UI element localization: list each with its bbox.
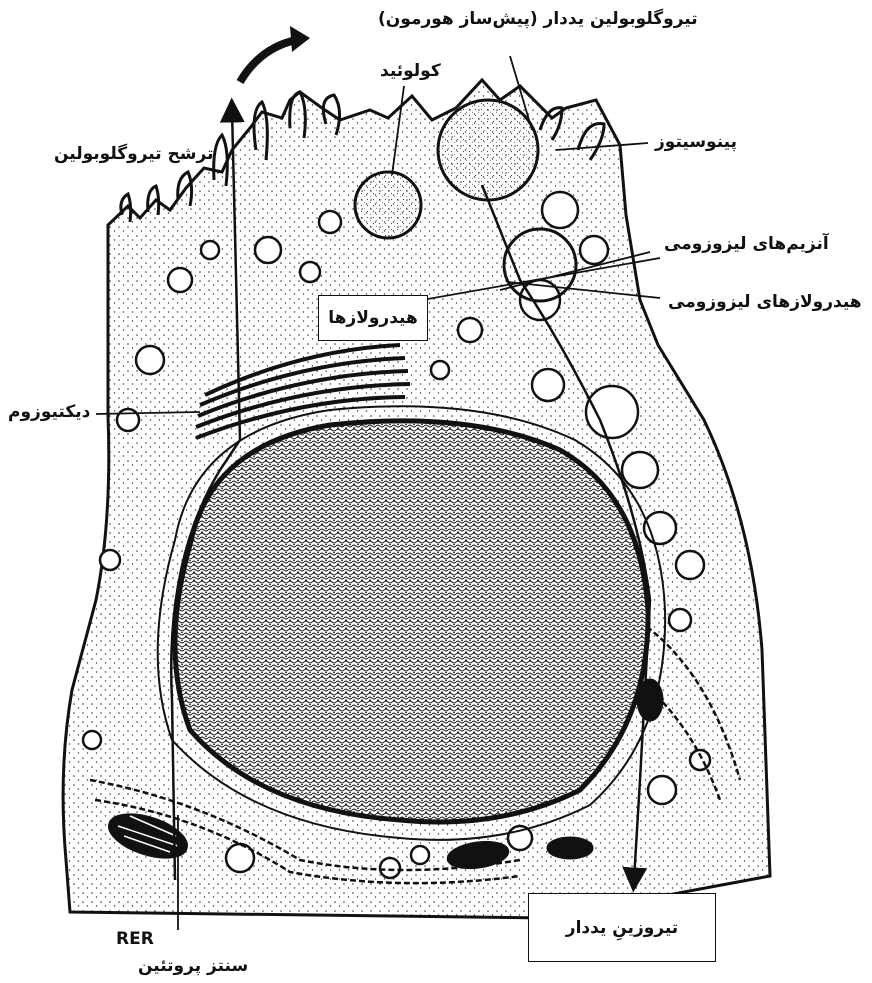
colloid-droplet-large — [438, 100, 538, 200]
label-rer: RER — [116, 931, 154, 948]
label-pinocytosis: پینوسیتوز — [655, 134, 737, 151]
label-lysosomal-hydrolases: هیدرولازهای لیزوزومی — [668, 294, 862, 311]
label-colloid: کولوئید — [380, 63, 441, 80]
label-lysosomal-enzymes: آنزیم‌های لیزوزومی — [664, 236, 829, 253]
label-iodinated-thyroxine-box: تیروزینِ یددار — [528, 893, 716, 962]
label-dictyosome: دیکتیوزوم — [8, 404, 90, 421]
label-iodinated-thyroglobulin: تیروگلوبولین یددار (پیش‌ساز هورمون) — [378, 11, 698, 28]
label-protein-synthesis: سنتز پروتئین — [138, 958, 248, 975]
label-thyroglobulin-secretion: ترشح تیروگلوبولین — [54, 146, 213, 163]
exocytosis-curved-arrow — [240, 40, 296, 82]
nucleus — [175, 421, 648, 822]
colloid-droplet-small — [355, 172, 421, 238]
label-hydrolases-box: هیدرولازها — [318, 295, 428, 341]
